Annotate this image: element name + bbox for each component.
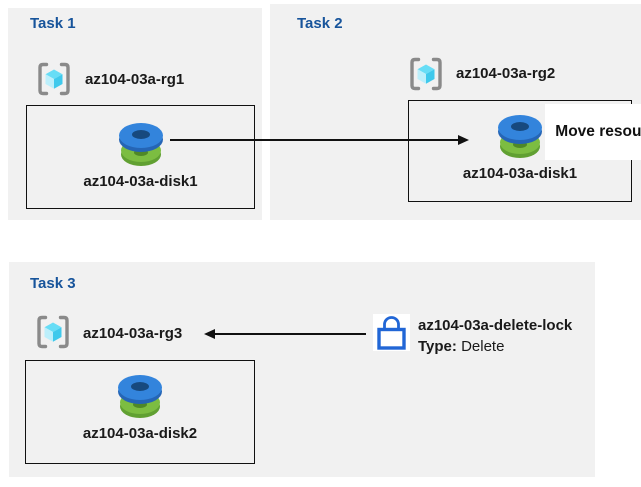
task3-disk-label: az104-03a-disk2 — [82, 425, 198, 442]
disk-icon — [117, 375, 163, 418]
disk-icon — [118, 123, 164, 166]
task2-disk-box: az104-03a-disk1 — [408, 100, 632, 202]
lock-arrow-line — [214, 333, 366, 335]
task3-panel: Task 3 az104-03a-rg3 az104-03a-delete-lo… — [9, 262, 595, 477]
task1-disk-box: az104-03a-disk1 — [26, 105, 255, 209]
task2-disk-label: az104-03a-disk1 — [462, 165, 578, 182]
resource-group-icon — [37, 315, 69, 349]
move-arrow-line — [170, 139, 460, 141]
task1-resource-group-label: az104-03a-rg1 — [85, 71, 185, 88]
lock-name-label: az104-03a-delete-lock — [418, 317, 573, 334]
lock-type-value: Delete — [461, 338, 505, 355]
task2-title: Task 2 — [297, 15, 343, 32]
resource-group-icon — [410, 57, 442, 91]
task2-panel: Task 2 az104-03a-rg2 az104-03a-disk1 Mov… — [270, 4, 641, 220]
disk-icon — [497, 115, 543, 158]
lock-type-label: Type: Delete — [418, 338, 504, 355]
lock-type-key: Type: — [418, 338, 457, 355]
task3-disk-box: az104-03a-disk2 — [25, 360, 255, 464]
task1-disk-label: az104-03a-disk1 — [83, 173, 198, 190]
move-arrow-head — [458, 134, 469, 145]
task3-resource-group-label: az104-03a-rg3 — [83, 325, 183, 342]
lock-badge — [373, 314, 410, 351]
move-resource-label: Move resource — [545, 104, 641, 160]
task2-resource-group-label: az104-03a-rg2 — [456, 65, 556, 82]
lock-arrow-head — [204, 328, 215, 339]
task1-title: Task 1 — [30, 15, 76, 32]
lock-icon — [377, 316, 406, 350]
task3-title: Task 3 — [30, 275, 76, 292]
task1-panel: Task 1 az104-03a-rg1 az104-03a-disk1 — [8, 8, 262, 220]
resource-group-icon — [38, 62, 70, 96]
